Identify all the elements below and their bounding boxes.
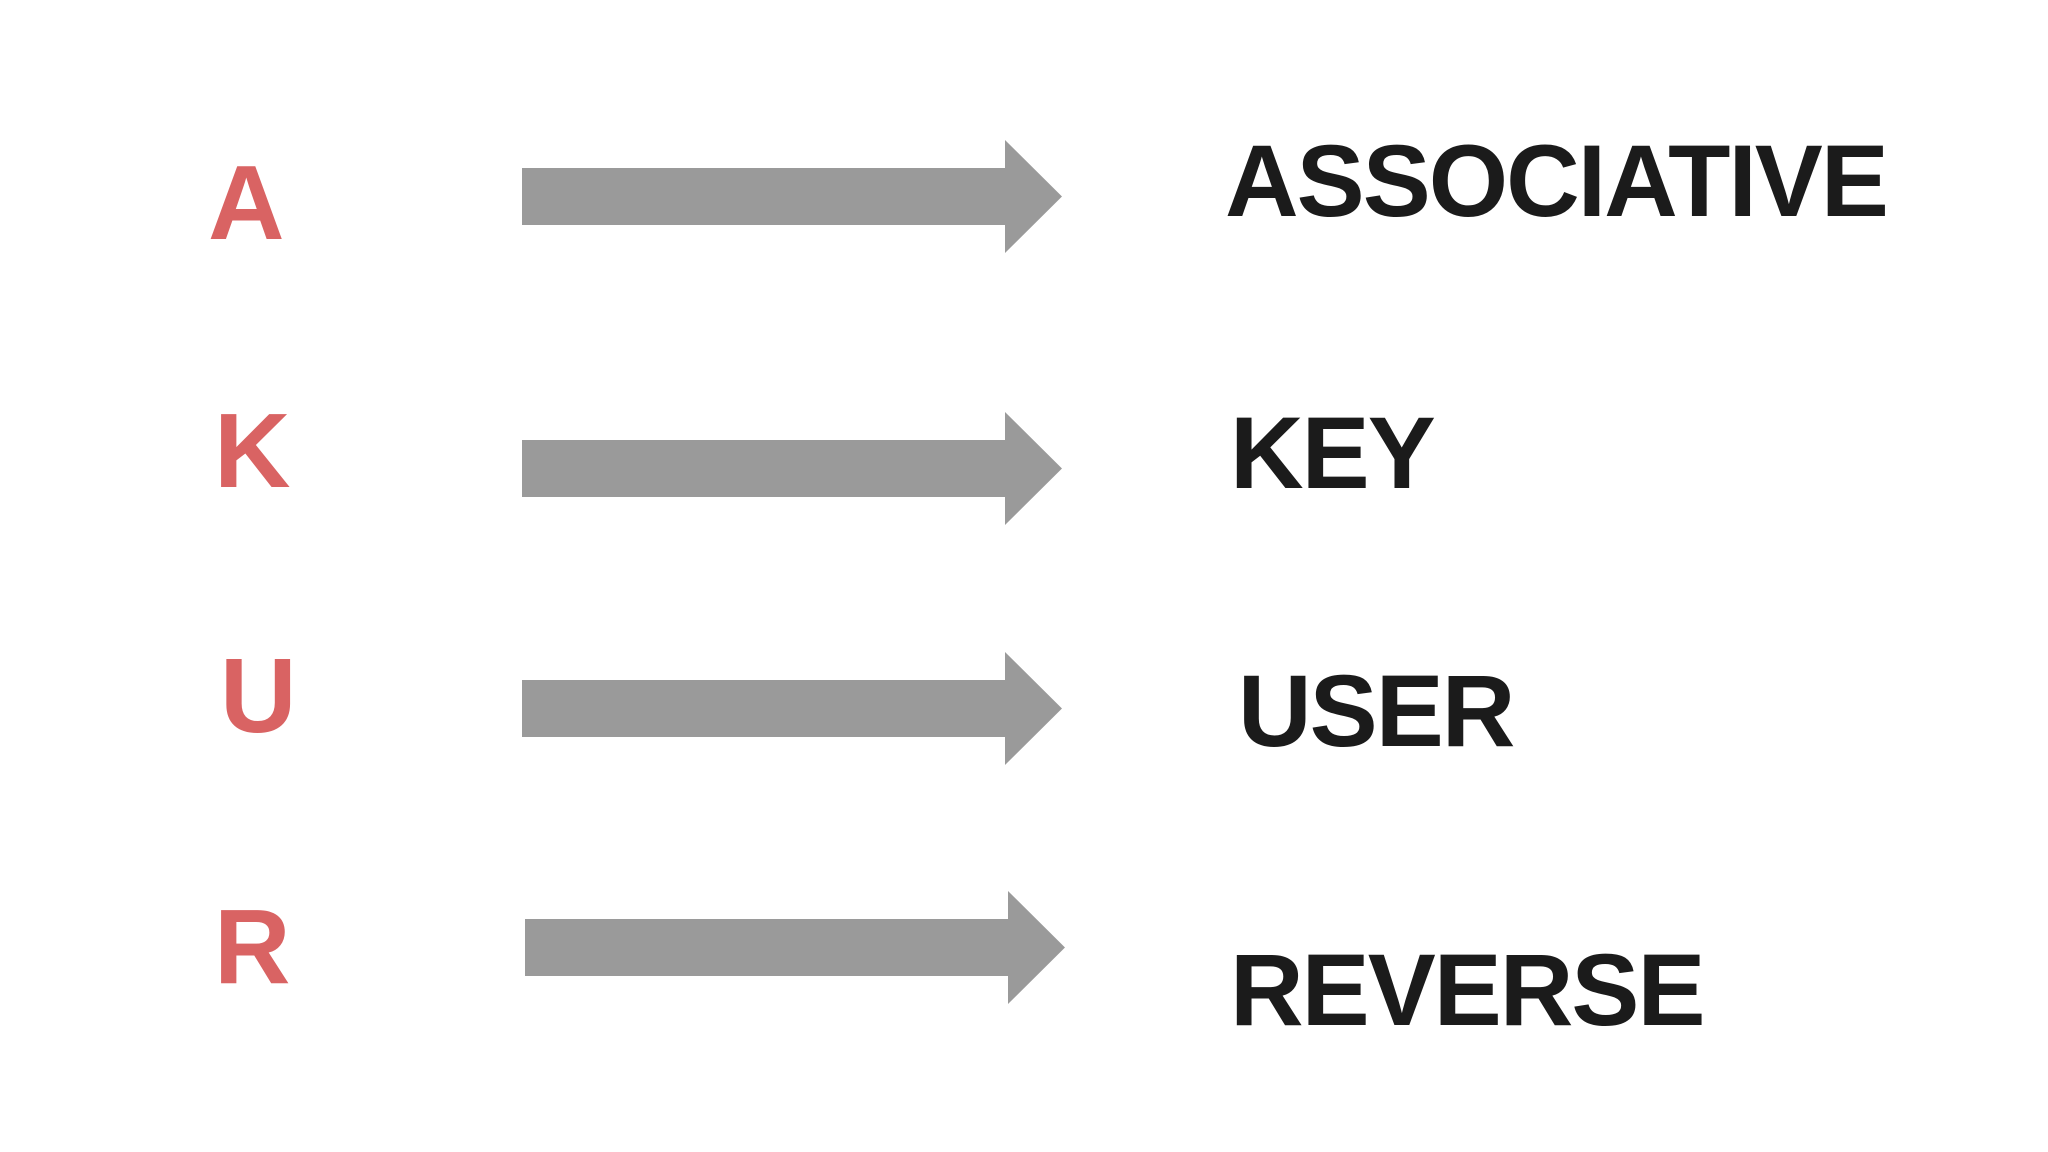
expansion-word-reverse: REVERSE — [1230, 933, 1705, 1047]
expansion-word-associative: ASSOCIATIVE — [1225, 124, 1889, 238]
acronym-letter-u: U — [220, 637, 297, 755]
acronym-letter-r: R — [214, 888, 291, 1006]
acronym-letter-k: K — [214, 392, 291, 510]
arrow-right-icon — [522, 412, 1062, 525]
expansion-word-key: KEY — [1230, 396, 1436, 510]
arrow-right-icon — [522, 652, 1062, 765]
arrow-right-icon — [525, 891, 1065, 1004]
arrow-right-icon — [522, 140, 1062, 253]
expansion-word-user: USER — [1238, 654, 1515, 768]
acronym-letter-a: A — [208, 144, 285, 262]
